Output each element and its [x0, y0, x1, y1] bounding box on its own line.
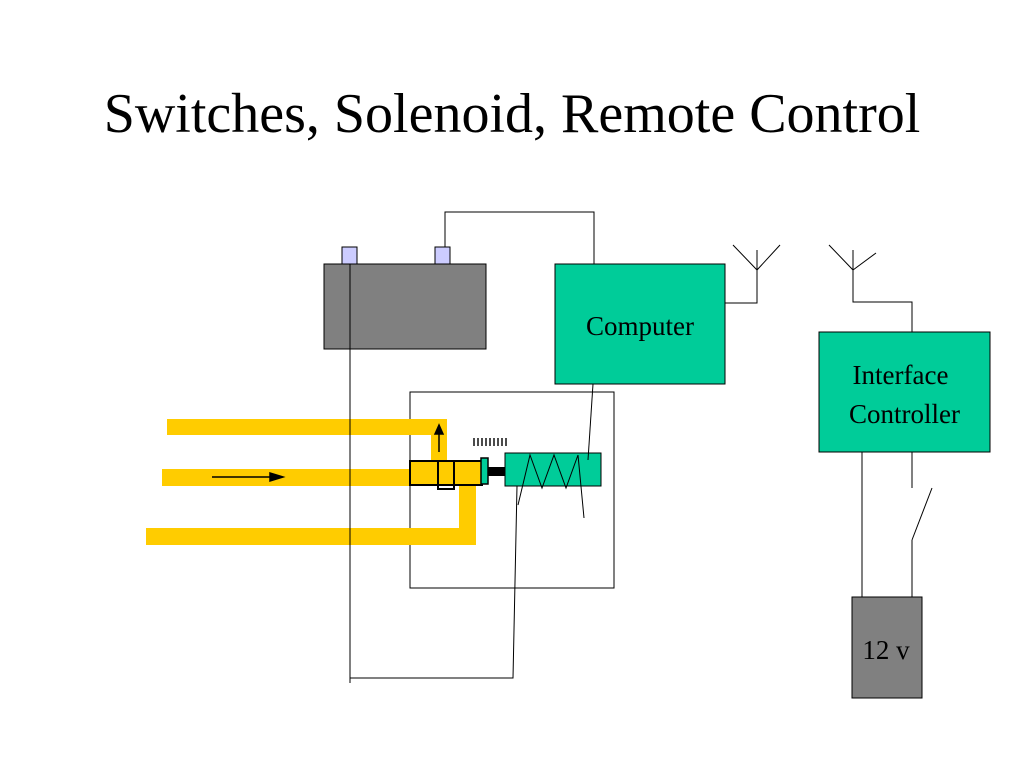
interface-antenna-wire	[852, 270, 913, 332]
battery-body	[323, 263, 487, 350]
antenna-icon-interface	[828, 244, 877, 271]
plunger-travel-marks	[473, 438, 507, 446]
antenna-icon-computer	[732, 244, 781, 271]
plunger	[480, 457, 505, 485]
lower-pipe-riser	[459, 485, 476, 545]
slide-title: Switches, Solenoid, Remote Control	[103, 83, 921, 145]
interface-label-line1: Interface	[852, 360, 949, 390]
battery-to-computer-wire	[444, 211, 595, 264]
computer-to-coil-wire	[587, 383, 594, 461]
middle-pipe	[162, 469, 412, 486]
upper-pipe	[167, 419, 447, 435]
voltage-label: 12 v	[862, 635, 910, 665]
12v-battery-box	[851, 596, 923, 699]
flow-arrows	[212, 423, 445, 483]
battery-terminal-right	[434, 246, 451, 265]
computer-label: Computer	[586, 311, 694, 341]
battery	[323, 246, 487, 350]
computer-box	[554, 263, 726, 385]
battery-to-coil-wire	[349, 264, 518, 679]
valve-housing	[409, 391, 615, 589]
valve-spool	[409, 460, 483, 490]
wiring	[349, 211, 933, 683]
battery-terminal-left	[341, 246, 358, 265]
lower-pipe	[146, 528, 476, 545]
switch-lever	[911, 487, 933, 541]
interface-controller-box	[818, 331, 991, 453]
computer-antenna-wire	[725, 270, 758, 304]
interface-label-line2: Controller	[849, 399, 960, 429]
solenoid-coil	[504, 452, 602, 519]
